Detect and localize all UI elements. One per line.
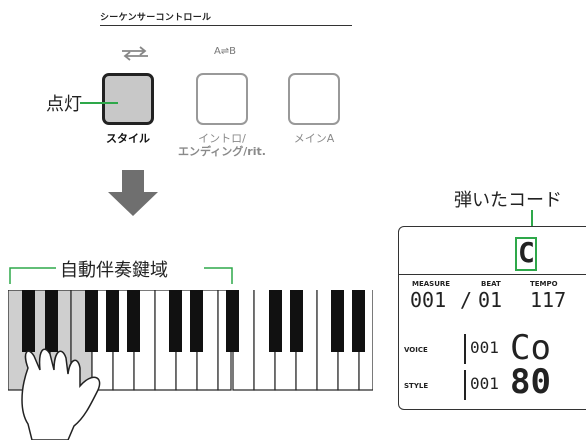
section-title: シーケンサーコントロール [100,13,212,23]
lcd-display [398,226,586,410]
lit-callout-line [80,102,118,104]
style-name: 80 [510,362,551,402]
down-arrow-icon [108,170,158,216]
tempo-value: 117 [530,288,567,312]
intro-ending-button[interactable] [196,73,248,125]
main-a-button[interactable] [288,73,340,125]
main-a-button-label: メインA [293,132,335,145]
range-bracket [9,267,233,284]
section-divider [100,25,352,26]
hand-icon [21,348,101,440]
style-button-label: スタイル [106,132,150,145]
tempo-label: TEMPO [530,280,558,288]
ab-label: A⇌B [213,46,237,57]
intro-button-label-line2: エンディング/rit. [178,145,266,158]
beat-separator: / [460,288,473,312]
black-keys [22,290,365,352]
voice-name: Co [510,328,551,368]
keyboard[interactable] [8,290,373,440]
chord-highlight-box [515,237,537,271]
chord-callout-label: 弾いたコード [454,190,562,211]
lcd-divider [398,274,586,275]
lit-callout-label: 点灯 [46,94,82,115]
repeat-arrows-icon [122,46,148,61]
voice-label: VOICE [404,346,428,354]
style-bar [464,370,466,400]
chord-display: C [518,236,535,269]
measure-value: 001 [410,288,447,312]
voice-number: 001 [470,338,499,357]
measure-label: MEASURE [412,280,451,288]
auto-accompaniment-range-label: 自動伴奏鍵域 [60,260,168,281]
style-label: STYLE [404,382,429,390]
voice-bar [464,334,466,364]
style-button[interactable] [102,73,154,125]
style-number: 001 [470,374,499,393]
beat-value: 01 [478,288,503,312]
intro-button-label-line1: イントロ/ [198,132,246,145]
beat-label: BEAT [481,280,501,288]
